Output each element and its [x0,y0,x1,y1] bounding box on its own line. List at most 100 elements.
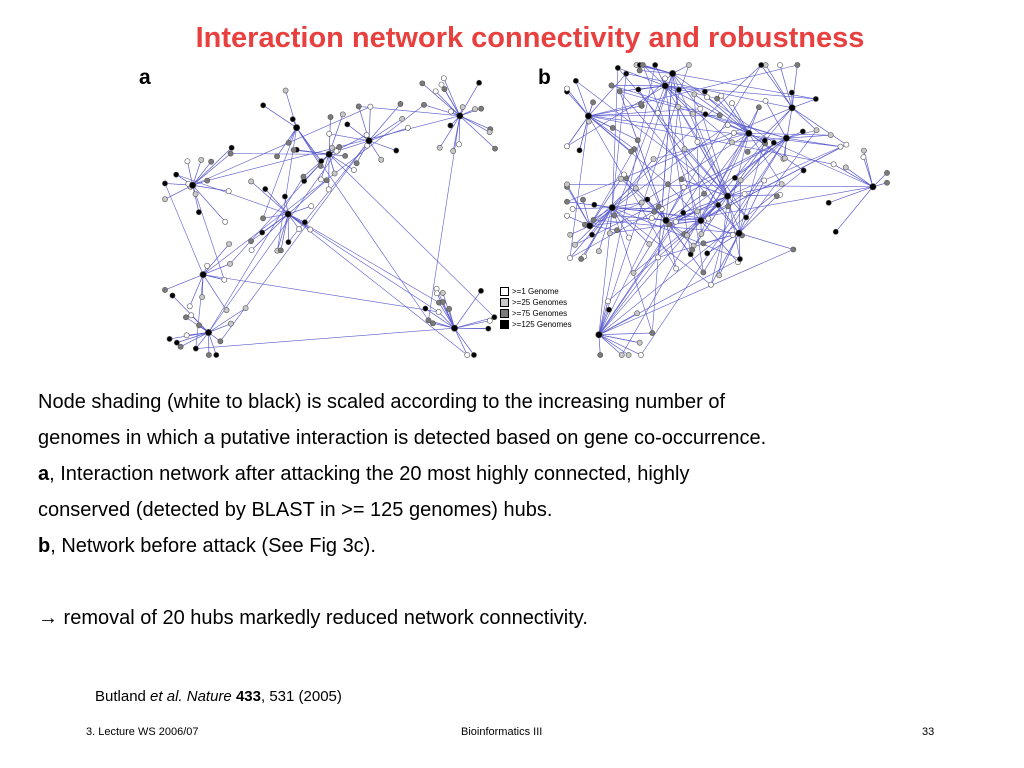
network-edge [598,177,736,335]
network-node [635,86,642,93]
network-node [439,290,446,296]
network-node [221,276,228,283]
network-edge [598,301,609,335]
network-edge [435,91,461,117]
network-node [625,352,632,358]
network-edge [668,137,787,225]
network-node [861,147,867,154]
network-nodes [564,62,890,358]
network-edge [598,334,622,356]
network-edge [612,207,662,210]
network-edge [700,107,760,221]
network-edge [731,103,750,134]
network-edge [588,115,635,150]
network-node [655,203,662,210]
network-edge [438,311,455,329]
network-node [363,132,370,138]
network-node [227,150,234,157]
network-node [837,143,844,150]
network-node [204,177,211,184]
network-node [205,352,212,358]
network-edge [454,328,468,356]
network-node [680,209,687,216]
network-edge [727,194,781,197]
network-node [701,190,707,197]
network-edge [791,64,798,108]
network-edge [633,195,728,274]
network-edge [598,249,794,335]
network-edge [716,98,750,134]
network-node [456,141,462,148]
network-edge [192,184,226,223]
network-edge [296,127,429,321]
network-edge [760,64,793,109]
network-edge [657,73,673,114]
network-node [691,91,698,98]
network-node [782,134,790,142]
network-edge [187,161,193,186]
network-edge [195,327,455,349]
network-node [422,305,429,312]
network-node [188,312,195,319]
network-edge [584,207,613,225]
network-edge [619,91,667,221]
network-node [655,254,661,261]
network-edge [432,322,455,329]
network-node [708,281,714,288]
panel-b-label: b [538,66,551,89]
network-node [441,86,448,92]
network-node [564,198,570,205]
network-node [478,105,485,112]
network-node [326,130,333,137]
network-node [438,81,445,88]
network-node [198,156,205,163]
network-edge [598,334,642,356]
network-edge [677,106,728,197]
network-edge [589,149,635,226]
network-edge [329,133,370,142]
network-edge [612,207,712,286]
network-node [700,269,707,276]
network-node [700,240,707,247]
network-node [623,70,630,77]
network-node [196,322,202,329]
network-node [632,185,639,192]
network-edge [192,185,225,280]
network-edge [727,144,847,197]
network-edge [439,115,461,148]
network-node [580,196,586,203]
body-line: genomes in which a putative interaction … [38,427,767,449]
network-edge [328,154,495,318]
legend-swatch [500,309,509,318]
network-node [621,171,627,178]
network-edge [566,115,589,147]
network-edge [791,98,816,109]
legend-label: >=25 Genomes [512,298,568,307]
network-node [429,320,436,327]
network-node [661,82,669,90]
network-node [228,144,235,151]
network-edge [835,186,874,233]
network-node [572,77,579,84]
network-edge [700,220,733,236]
network-edge [285,90,297,128]
network-edge [436,293,455,329]
network-node [183,314,189,321]
network-node [636,67,643,74]
network-edge [672,73,743,236]
network-node [397,101,404,107]
network-node [729,232,736,238]
network-edge [203,274,225,281]
network-node [464,352,471,358]
network-edge [458,115,461,145]
network-node [676,86,682,93]
network-node [626,234,632,241]
legend-swatch [500,320,509,329]
network-node [698,230,705,237]
network-node [564,181,570,188]
network-edge [635,73,673,189]
network-node [606,306,612,313]
network-edge [287,213,439,313]
network-edge [195,274,204,349]
network-edge [589,217,652,227]
